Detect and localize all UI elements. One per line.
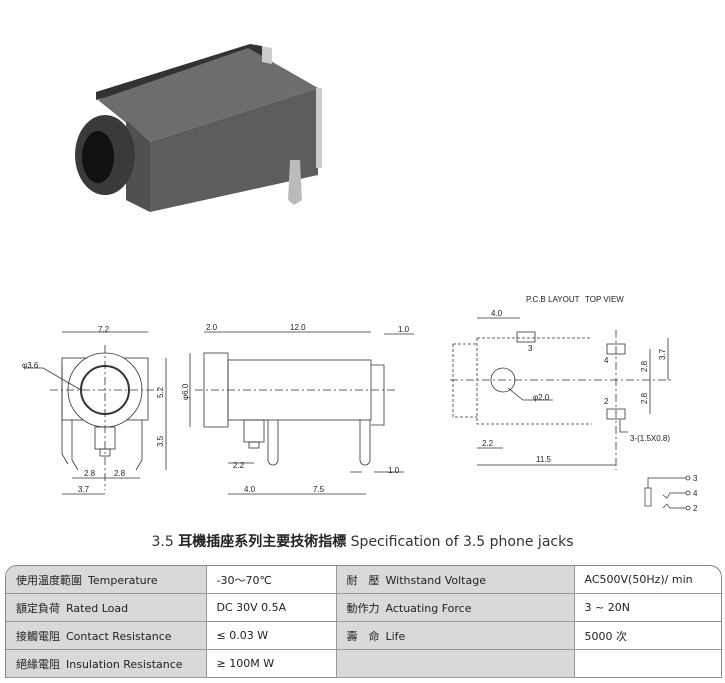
- front-view: [25, 331, 167, 495]
- spec-title: 3.5 耳機插座系列主要技術指標 Specification of 3.5 ph…: [0, 531, 725, 551]
- dim-tab: 1.0: [398, 325, 410, 334]
- pad-2-label: 2: [604, 397, 609, 406]
- label-en: Insulation Resistance: [66, 657, 183, 671]
- dim-pin1: 2.2: [233, 461, 245, 470]
- label-zh: 使用温度範圍: [16, 573, 82, 587]
- pad-4-label: 4: [604, 356, 609, 365]
- spec-row: 接觸電阻 Contact Resistance ≤ 0.03 W 壽 命 Life 500…: [6, 621, 721, 650]
- spec-row: 絕緣電阻 Insulation Resistance ≥ 100M W: [6, 649, 721, 678]
- spec-label: 壽 命 Life: [335, 621, 575, 650]
- pcb-view: TOP VIEW: [585, 295, 624, 304]
- title-english: Specification of 3.5 phone jacks: [350, 534, 574, 550]
- spec-label: 使用温度範圍 Temperature: [6, 566, 207, 594]
- label-en: Rated Load: [66, 601, 129, 615]
- technical-drawings: 7.2 φ3.6 5.2 3.5 2.8 2.8 3.7 2.0 12.0 1.…: [22, 295, 698, 513]
- dim-pad-offset: 4.0: [491, 309, 503, 318]
- label-en: Actuating Force: [385, 601, 472, 615]
- dim-offset: 3.7: [78, 485, 90, 494]
- spec-row: 額定負荷 Rated Load DC 30V 0.5A 動作力 Actuating Fo…: [6, 593, 721, 622]
- spec-row: 使用温度範圍 Temperature -30～70℃ 耐 壓 Withstand Vol…: [6, 566, 721, 594]
- dim-pitch1: 2.8: [640, 360, 649, 372]
- title-prefix: 3.5: [151, 534, 174, 550]
- pad-3-label: 3: [528, 344, 533, 353]
- dim-pin2: 4.0: [244, 485, 256, 494]
- pcb-title: P.C.B LAYOUT: [526, 295, 580, 304]
- spec-value: -30～70℃: [205, 566, 337, 594]
- dim-height: 5.2: [156, 386, 165, 398]
- spec-label: 絕緣電阻 Insulation Resistance: [6, 649, 207, 678]
- dim-pitch2: 2.8: [640, 392, 649, 404]
- label-en: Life: [385, 629, 406, 643]
- spec-label: 額定負荷 Rated Load: [6, 593, 207, 622]
- dim-pin-height: 3.5: [156, 435, 165, 447]
- spec-value: 5000 次: [573, 621, 721, 650]
- dim-width: 7.2: [98, 325, 110, 334]
- spec-value: AC500V(50Hz)/ min: [573, 566, 721, 594]
- dim-hole: φ2.0: [533, 393, 550, 402]
- dim-flange: 2.0: [206, 323, 218, 332]
- label-en: Contact Resistance: [66, 629, 172, 643]
- label-zh: 額定負荷: [16, 601, 60, 615]
- spec-value: DC 30V 0.5A: [205, 593, 337, 622]
- label-zh: 接觸電阻: [16, 629, 60, 643]
- spec-label: 耐 壓 Withstand Voltage: [335, 566, 575, 594]
- dim-pitch-right: 2.8: [114, 469, 126, 478]
- product-photo: [75, 44, 322, 212]
- pcb-layout: [450, 317, 691, 511]
- title-chinese: 耳機插座系列主要技術指標: [178, 534, 347, 550]
- spec-value: [573, 649, 721, 678]
- spec-table: 使用温度範圍 Temperature -30～70℃ 耐 壓 Withstand Vol…: [5, 565, 722, 678]
- spec-value: ≥ 100M W: [205, 649, 337, 678]
- dim-pin3: 7.5: [313, 485, 325, 494]
- spec-label: 動作力 Actuating Force: [335, 593, 575, 622]
- side-view: [189, 331, 414, 495]
- label-zh: 壽 命: [346, 629, 380, 643]
- dim-bore: φ3.6: [22, 361, 39, 370]
- label-en: Temperature: [88, 573, 158, 587]
- label-zh: 動作力: [346, 601, 380, 615]
- spec-value: ≤ 0.03 W: [205, 621, 337, 650]
- spec-label: [335, 649, 575, 678]
- spec-value: 3 ~ 20N: [573, 593, 721, 622]
- dim-diameter: φ6.0: [181, 383, 190, 400]
- dim-pitch-left: 2.8: [84, 469, 96, 478]
- label-zh: 耐 壓: [346, 573, 380, 587]
- dim-span: 3.7: [658, 348, 667, 360]
- spec-label: 接觸電阻 Contact Resistance: [6, 621, 207, 650]
- schematic-pin-4: 4: [693, 489, 698, 498]
- schematic-pin-2: 2: [693, 504, 698, 513]
- dim-body: 12.0: [290, 323, 306, 332]
- schematic-pin-3: 3: [693, 474, 698, 483]
- dim-pads: 3-(1.5X0.8): [630, 434, 670, 443]
- dim-pin-end: 1.0: [388, 466, 400, 475]
- label-en: Withstand Voltage: [385, 573, 486, 587]
- dim-hole-offset: 2.2: [482, 439, 494, 448]
- label-zh: 絕緣電阻: [16, 657, 60, 671]
- dim-length: 11.5: [536, 455, 552, 464]
